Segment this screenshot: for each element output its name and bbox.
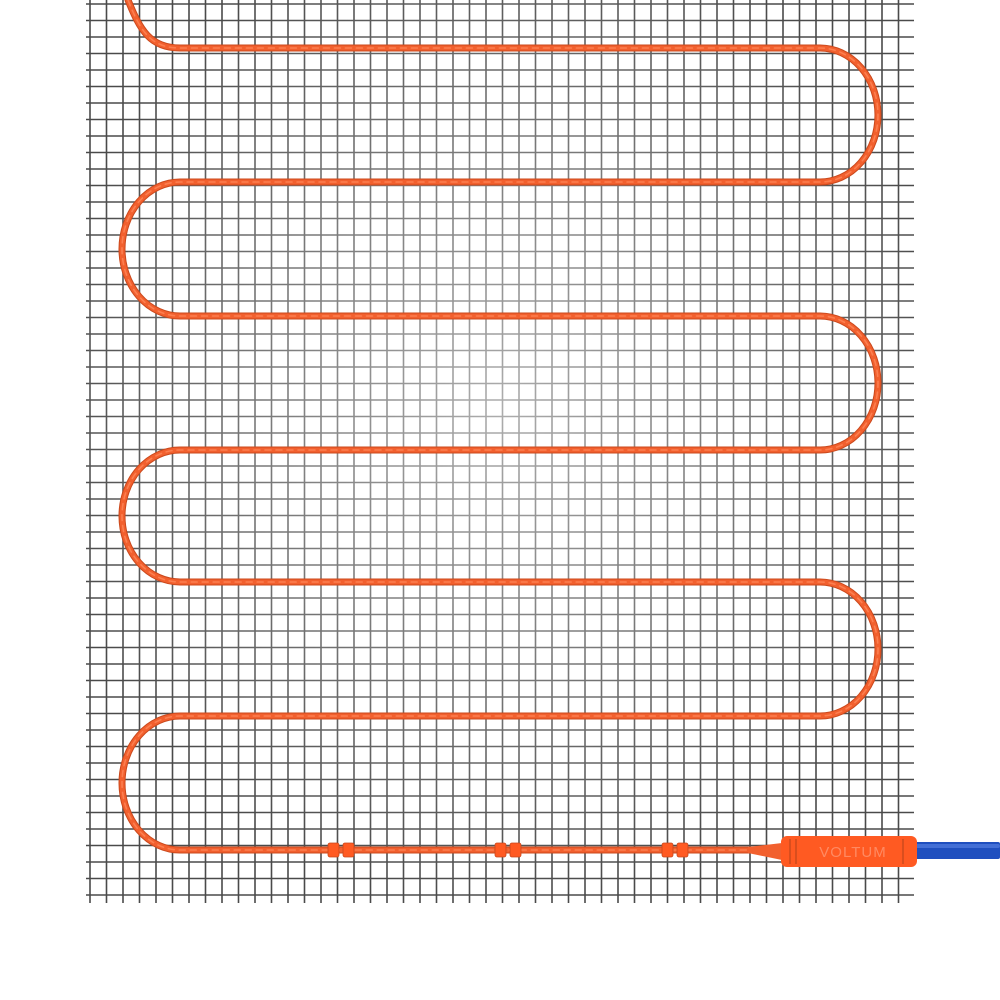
serpentine-cable-icon (118, 0, 882, 854)
connector-taper (748, 843, 782, 860)
cable-coupling-icon (494, 842, 522, 858)
coupling-half (342, 842, 355, 858)
cable-coupling-icon (661, 842, 689, 858)
connector-ridge (902, 839, 904, 864)
coupling-half (676, 842, 689, 858)
coupling-half (327, 842, 340, 858)
power-lead-highlight (912, 844, 1000, 848)
connector-ridge (795, 839, 797, 864)
cable-couplings (327, 842, 689, 858)
coupling-half (509, 842, 522, 858)
coupling-half (661, 842, 674, 858)
heating-cable-highlight (121, 0, 879, 851)
coupling-half (494, 842, 507, 858)
cable-coupling-icon (327, 842, 355, 858)
connector-body (781, 836, 917, 867)
brand-label: VOLTUM (819, 844, 886, 861)
connector-sleeve-icon: VOLTUM (748, 836, 917, 867)
connector-ridge (789, 839, 791, 864)
